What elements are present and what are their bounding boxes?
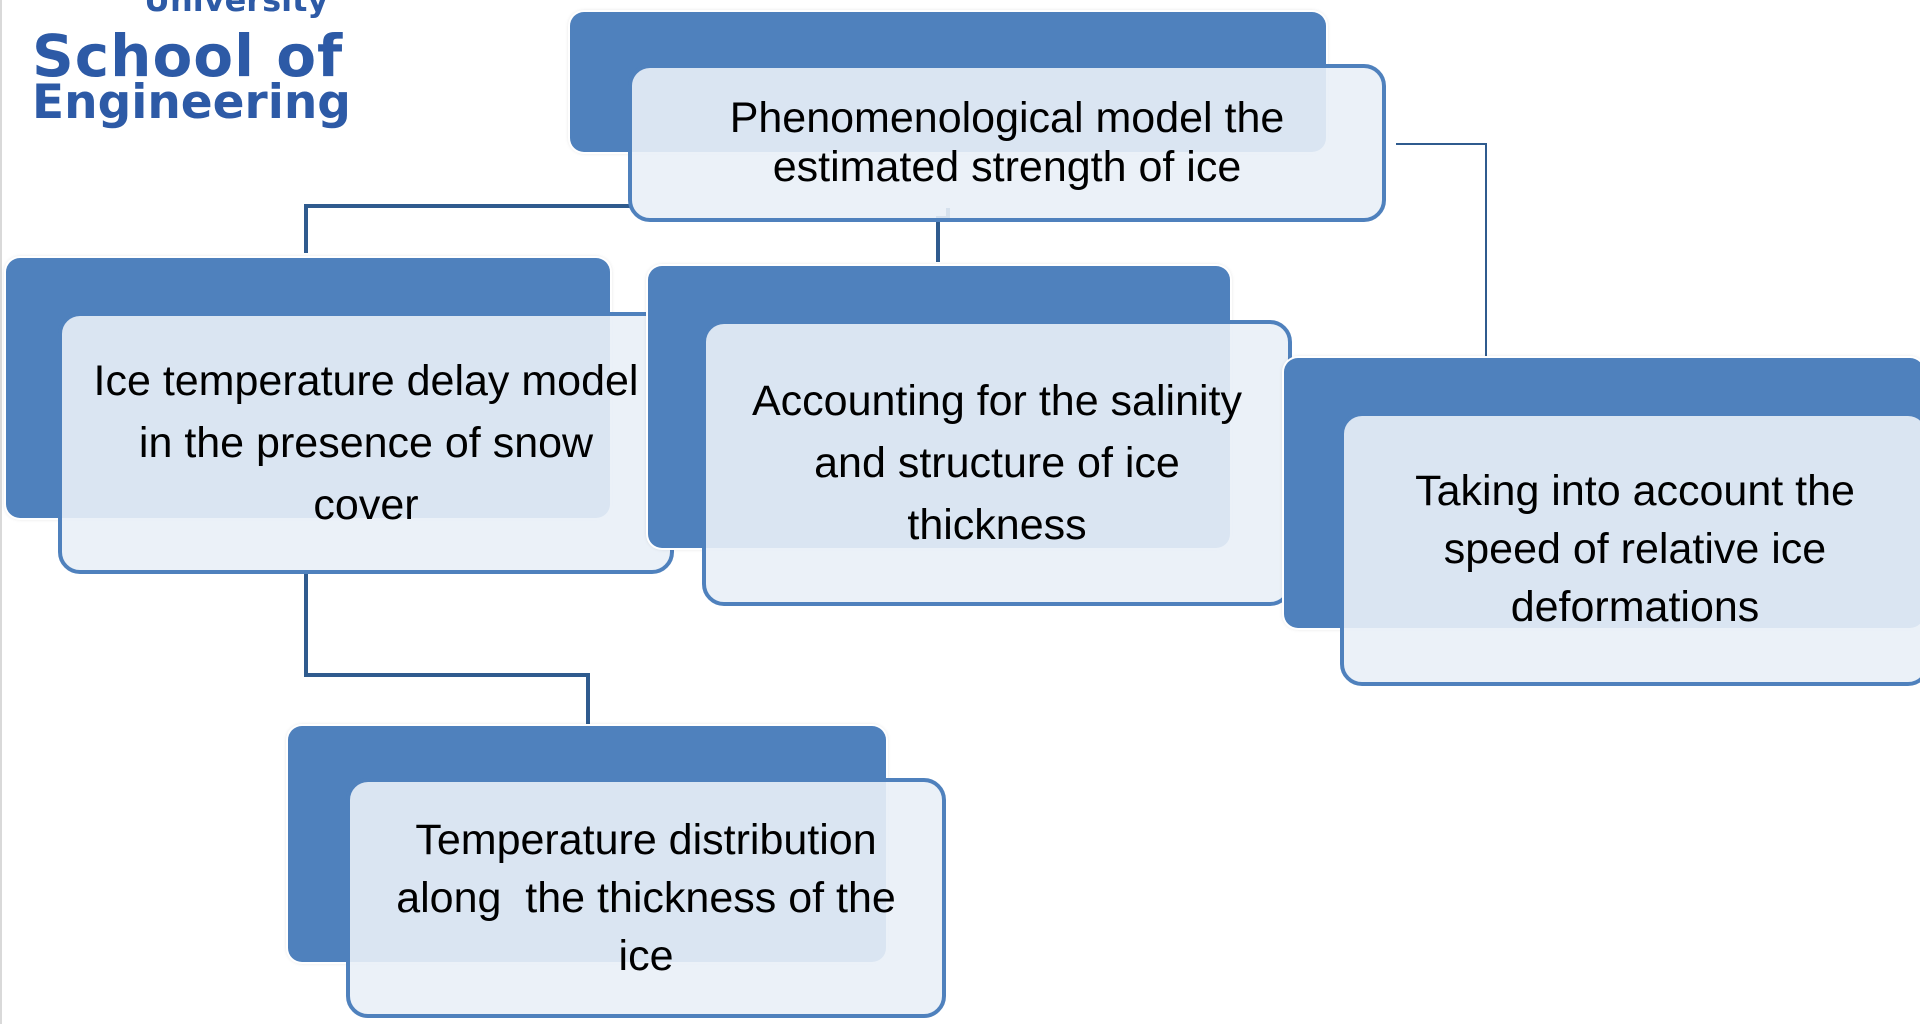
node-ice-temperature-delay-card: Ice temperature delay model in the prese…	[58, 312, 674, 574]
node-root-card: Phenomenological model the estimated str…	[628, 64, 1386, 222]
connector-root-to-ice-temperature	[304, 204, 630, 253]
node-root-text: Phenomenological model the estimated str…	[729, 94, 1285, 191]
connector-ice-temperature-to-distribution	[304, 574, 590, 724]
node-temperature-distribution-card: Temperature distribution along the thick…	[346, 778, 946, 1018]
node-salinity-structure-card: Accounting for the salinity and structur…	[702, 320, 1292, 606]
node-deformation-speed-text: Taking into account the speed of relativ…	[1415, 467, 1855, 631]
logo-engineering-text: Engineering	[32, 75, 351, 130]
node-temperature-distribution-text: Temperature distribution along the thick…	[396, 816, 908, 980]
node-salinity-structure-text: Accounting for the salinity and structur…	[752, 377, 1242, 549]
logo-school-of-text: School of	[32, 22, 344, 90]
logo-university-text: University	[144, 0, 329, 19]
node-ice-temperature-delay-text: Ice temperature delay model in the prese…	[93, 357, 639, 529]
node-deformation-speed-card: Taking into account the speed of relativ…	[1340, 412, 1920, 686]
slide-left-edge	[0, 0, 2, 1024]
connector-root-to-deformation	[1396, 143, 1487, 358]
